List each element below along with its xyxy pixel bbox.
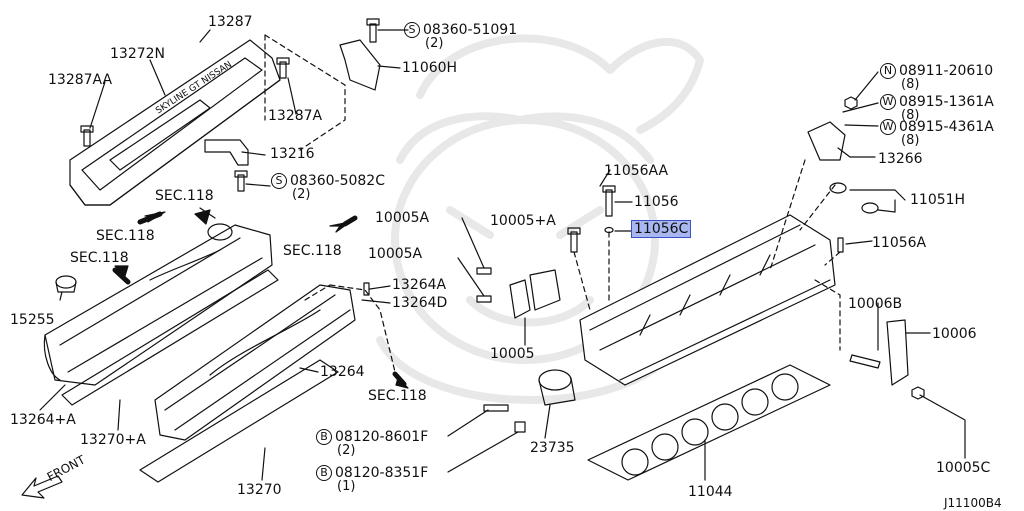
nut-08911 — [844, 96, 858, 110]
label-08120-8351f: 08120-8351F — [335, 465, 429, 481]
bracket-10006 — [886, 319, 909, 386]
bolt-11056a — [837, 237, 844, 253]
label-13264a: 13264A — [392, 277, 447, 293]
bolt-13264a — [363, 282, 370, 296]
qty-08120-8601f: (2) — [337, 443, 356, 458]
label-13270pa: 13270+A — [80, 432, 146, 448]
gasket-13270 — [139, 359, 339, 483]
bolt-08360-51091 — [366, 18, 380, 43]
label-08915-4361a: 08915-4361A — [899, 119, 994, 135]
bolt-11056 — [602, 185, 616, 217]
stud-10006b — [849, 354, 881, 369]
circled-n: N — [880, 63, 896, 79]
circled-s-2: S — [271, 173, 287, 189]
label-10005c: 10005C — [936, 460, 991, 476]
label-13272n: 13272N — [110, 46, 166, 62]
circled-b-1: B — [316, 429, 332, 445]
label-10005: 10005 — [490, 346, 535, 362]
bracket-13266 — [807, 121, 846, 161]
sensor-23735 — [538, 369, 576, 406]
assembly-lines — [304, 159, 841, 373]
label-11056c-highlighted: 11056C — [630, 220, 692, 238]
head-gasket-11044 — [587, 364, 831, 481]
gasket-13270a — [61, 269, 279, 406]
label-08120-8601f: 08120-8601F — [335, 429, 429, 445]
circled-s-1: S — [404, 22, 420, 38]
label-08911-20610: 08911-20610 — [899, 63, 994, 79]
qty-08915-4361a: (8) — [901, 133, 920, 148]
label-11060h: 11060H — [402, 60, 458, 76]
circled-b-2: B — [316, 465, 332, 481]
label-10005a-1: 10005A — [375, 210, 430, 226]
plug-11051h — [829, 182, 879, 214]
circled-w-1: W — [880, 94, 896, 110]
bolt-08120 — [483, 404, 526, 433]
label-08915-1361a: 08915-1361A — [899, 94, 994, 110]
watermark-emblem — [376, 34, 704, 404]
bolt-10005a — [476, 267, 492, 303]
leader-lines — [39, 29, 966, 481]
circled-w-2: W — [880, 119, 896, 135]
label-sec118-c: SEC.118 — [70, 250, 129, 266]
label-10005a-2: 10005A — [368, 246, 423, 262]
label-08360-51091: 08360-51091 — [423, 22, 518, 38]
label-13216: 13216 — [270, 146, 315, 162]
qty-08120-8351f: (1) — [337, 479, 356, 494]
label-10006: 10006 — [932, 326, 977, 342]
qty-08911-20610: (8) — [901, 77, 920, 92]
bracket-13216 — [204, 139, 249, 166]
label-13264pa: 13264+A — [10, 412, 76, 428]
bracket-10005 — [509, 269, 561, 319]
label-sec118-d: SEC.118 — [283, 243, 342, 259]
label-13287: 13287 — [208, 14, 253, 30]
label-11056a: 11056A — [872, 235, 927, 251]
bracket-11060h — [339, 39, 381, 91]
label-23735: 23735 — [530, 440, 575, 456]
label-13270: 13270 — [237, 482, 282, 498]
label-sec118-a: SEC.118 — [155, 188, 214, 204]
label-10006b: 10006B — [848, 296, 903, 312]
engine-cover-13287: SKYLINE GT NISSAN — [69, 39, 281, 206]
label-08360-5082c: 08360-5082C — [290, 173, 385, 189]
label-13264d: 13264D — [392, 295, 448, 311]
oil-cap-15255 — [55, 275, 77, 293]
qty-08360-5082c: (2) — [292, 187, 311, 202]
label-11056aa: 11056AA — [604, 163, 669, 179]
label-15255: 15255 — [10, 312, 55, 328]
label-13266: 13266 — [878, 151, 923, 167]
label-11044: 11044 — [688, 484, 733, 500]
valve-cover-right — [154, 284, 356, 441]
qty-08915-1361a: (8) — [901, 108, 920, 123]
label-13264: 13264 — [320, 364, 365, 380]
bolt-08360-5082c — [234, 170, 248, 192]
label-10005pa: 10005+A — [490, 213, 556, 229]
bolt-13287a — [276, 57, 290, 79]
sec-arrows — [112, 207, 409, 389]
diagram-code: J11100B4 — [944, 496, 1002, 510]
label-sec118-e: SEC.118 — [368, 388, 427, 404]
label-11056: 11056 — [634, 194, 679, 210]
label-13287a: 13287A — [268, 108, 323, 124]
qty-08360-51091: (2) — [425, 36, 444, 51]
valve-cover-left — [43, 223, 273, 386]
front-arrow — [21, 475, 63, 499]
cylinder-head — [579, 214, 836, 386]
bolt-13287aa — [80, 125, 94, 147]
label-13287aa: 13287AA — [48, 72, 113, 88]
label-11051h: 11051H — [910, 192, 966, 208]
label-sec118-b: SEC.118 — [96, 228, 155, 244]
nut-10005c — [911, 386, 925, 400]
